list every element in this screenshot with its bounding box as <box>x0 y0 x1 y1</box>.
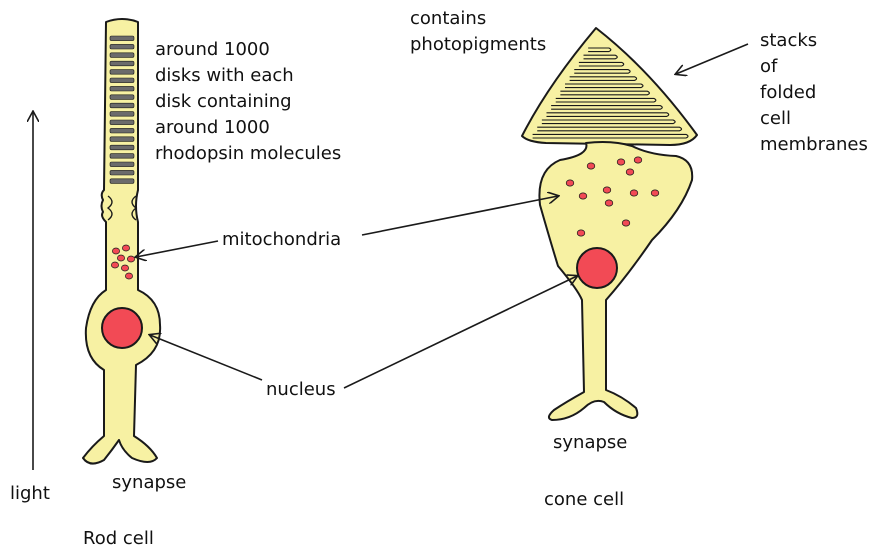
rod-nucleus <box>102 308 142 348</box>
nucleus-arrow-cone <box>344 276 577 388</box>
cone-membranes-line: folded <box>760 80 868 106</box>
cone-pigment-label: contains photopigments <box>410 6 546 58</box>
cone-mitochondrion <box>577 230 585 236</box>
rod-disk <box>110 154 134 159</box>
rod-disk <box>110 70 134 75</box>
cone-mitochondrion <box>626 169 634 175</box>
mitochondria-arrow-cone <box>362 196 558 235</box>
nucleus-arrow-rod <box>150 335 262 380</box>
rod-disk <box>110 145 134 150</box>
rod-disk <box>110 103 134 108</box>
rod-disk <box>110 128 134 133</box>
cone-mitochondrion <box>617 159 625 165</box>
cone-cell <box>522 28 697 420</box>
rod-mitochondrion <box>117 255 124 261</box>
cone-mitochondrion <box>603 187 611 193</box>
cone-mitochondrion <box>605 200 613 206</box>
cone-mitochondrion <box>622 220 630 226</box>
rod-disk <box>110 78 134 83</box>
cone-pigment-line: contains <box>410 6 546 32</box>
rod-disk <box>110 162 134 167</box>
rod-disk <box>110 120 134 125</box>
rod-disk <box>110 179 134 184</box>
cone-cell-title: cone cell <box>544 488 624 512</box>
cone-mitochondrion <box>566 180 574 186</box>
rod-description-line: disks with each <box>155 63 341 89</box>
rod-mitochondrion <box>127 256 134 262</box>
rod-mitochondrion <box>111 262 118 268</box>
rod-disk <box>110 61 134 66</box>
cone-mitochondrion <box>651 190 659 196</box>
cone-mitochondrion <box>634 157 642 163</box>
cone-membranes-line: membranes <box>760 132 868 158</box>
rod-disk <box>110 95 134 100</box>
rod-description-line: around 1000 <box>155 37 341 63</box>
rod-mitochondrion <box>121 265 128 271</box>
cone-inner-body <box>539 142 692 420</box>
rod-disk <box>110 137 134 142</box>
cone-pigment-line: photopigments <box>410 32 546 58</box>
nucleus-label: nucleus <box>266 378 336 402</box>
rod-disk <box>110 36 134 41</box>
rod-disk-description: around 1000 disks with each disk contain… <box>155 37 341 167</box>
rod-description-line: around 1000 <box>155 115 341 141</box>
rod-mitochondrion <box>112 248 119 254</box>
rod-description-line: rhodopsin molecules <box>155 141 341 167</box>
cone-nucleus <box>577 248 617 288</box>
rod-disk <box>110 112 134 117</box>
rod-mitochondrion <box>122 245 129 251</box>
rod-cell <box>83 19 160 464</box>
rod-disk <box>110 44 134 49</box>
cone-membranes-line: stacks <box>760 28 868 54</box>
cone-mitochondrion <box>630 190 638 196</box>
mitochondria-label: mitochondria <box>222 228 341 252</box>
light-label: light <box>10 482 50 506</box>
rod-mitochondrion <box>125 273 132 279</box>
rod-disk <box>110 170 134 175</box>
rod-description-line: disk containing <box>155 89 341 115</box>
cone-synapse-label: synapse <box>553 431 627 455</box>
mitochondria-arrow-rod <box>136 241 218 257</box>
cone-membranes-line: of <box>760 54 868 80</box>
cone-membranes-line: cell <box>760 106 868 132</box>
membranes-arrow <box>676 44 748 74</box>
rod-cell-title: Rod cell <box>83 527 154 551</box>
rod-disk <box>110 53 134 58</box>
cone-membranes-label: stacks of folded cell membranes <box>760 28 868 158</box>
cone-mitochondrion <box>587 163 595 169</box>
rod-cell-body <box>83 19 160 464</box>
rod-disk <box>110 86 134 91</box>
cone-mitochondrion <box>579 193 587 199</box>
rod-synapse-label: synapse <box>112 471 186 495</box>
